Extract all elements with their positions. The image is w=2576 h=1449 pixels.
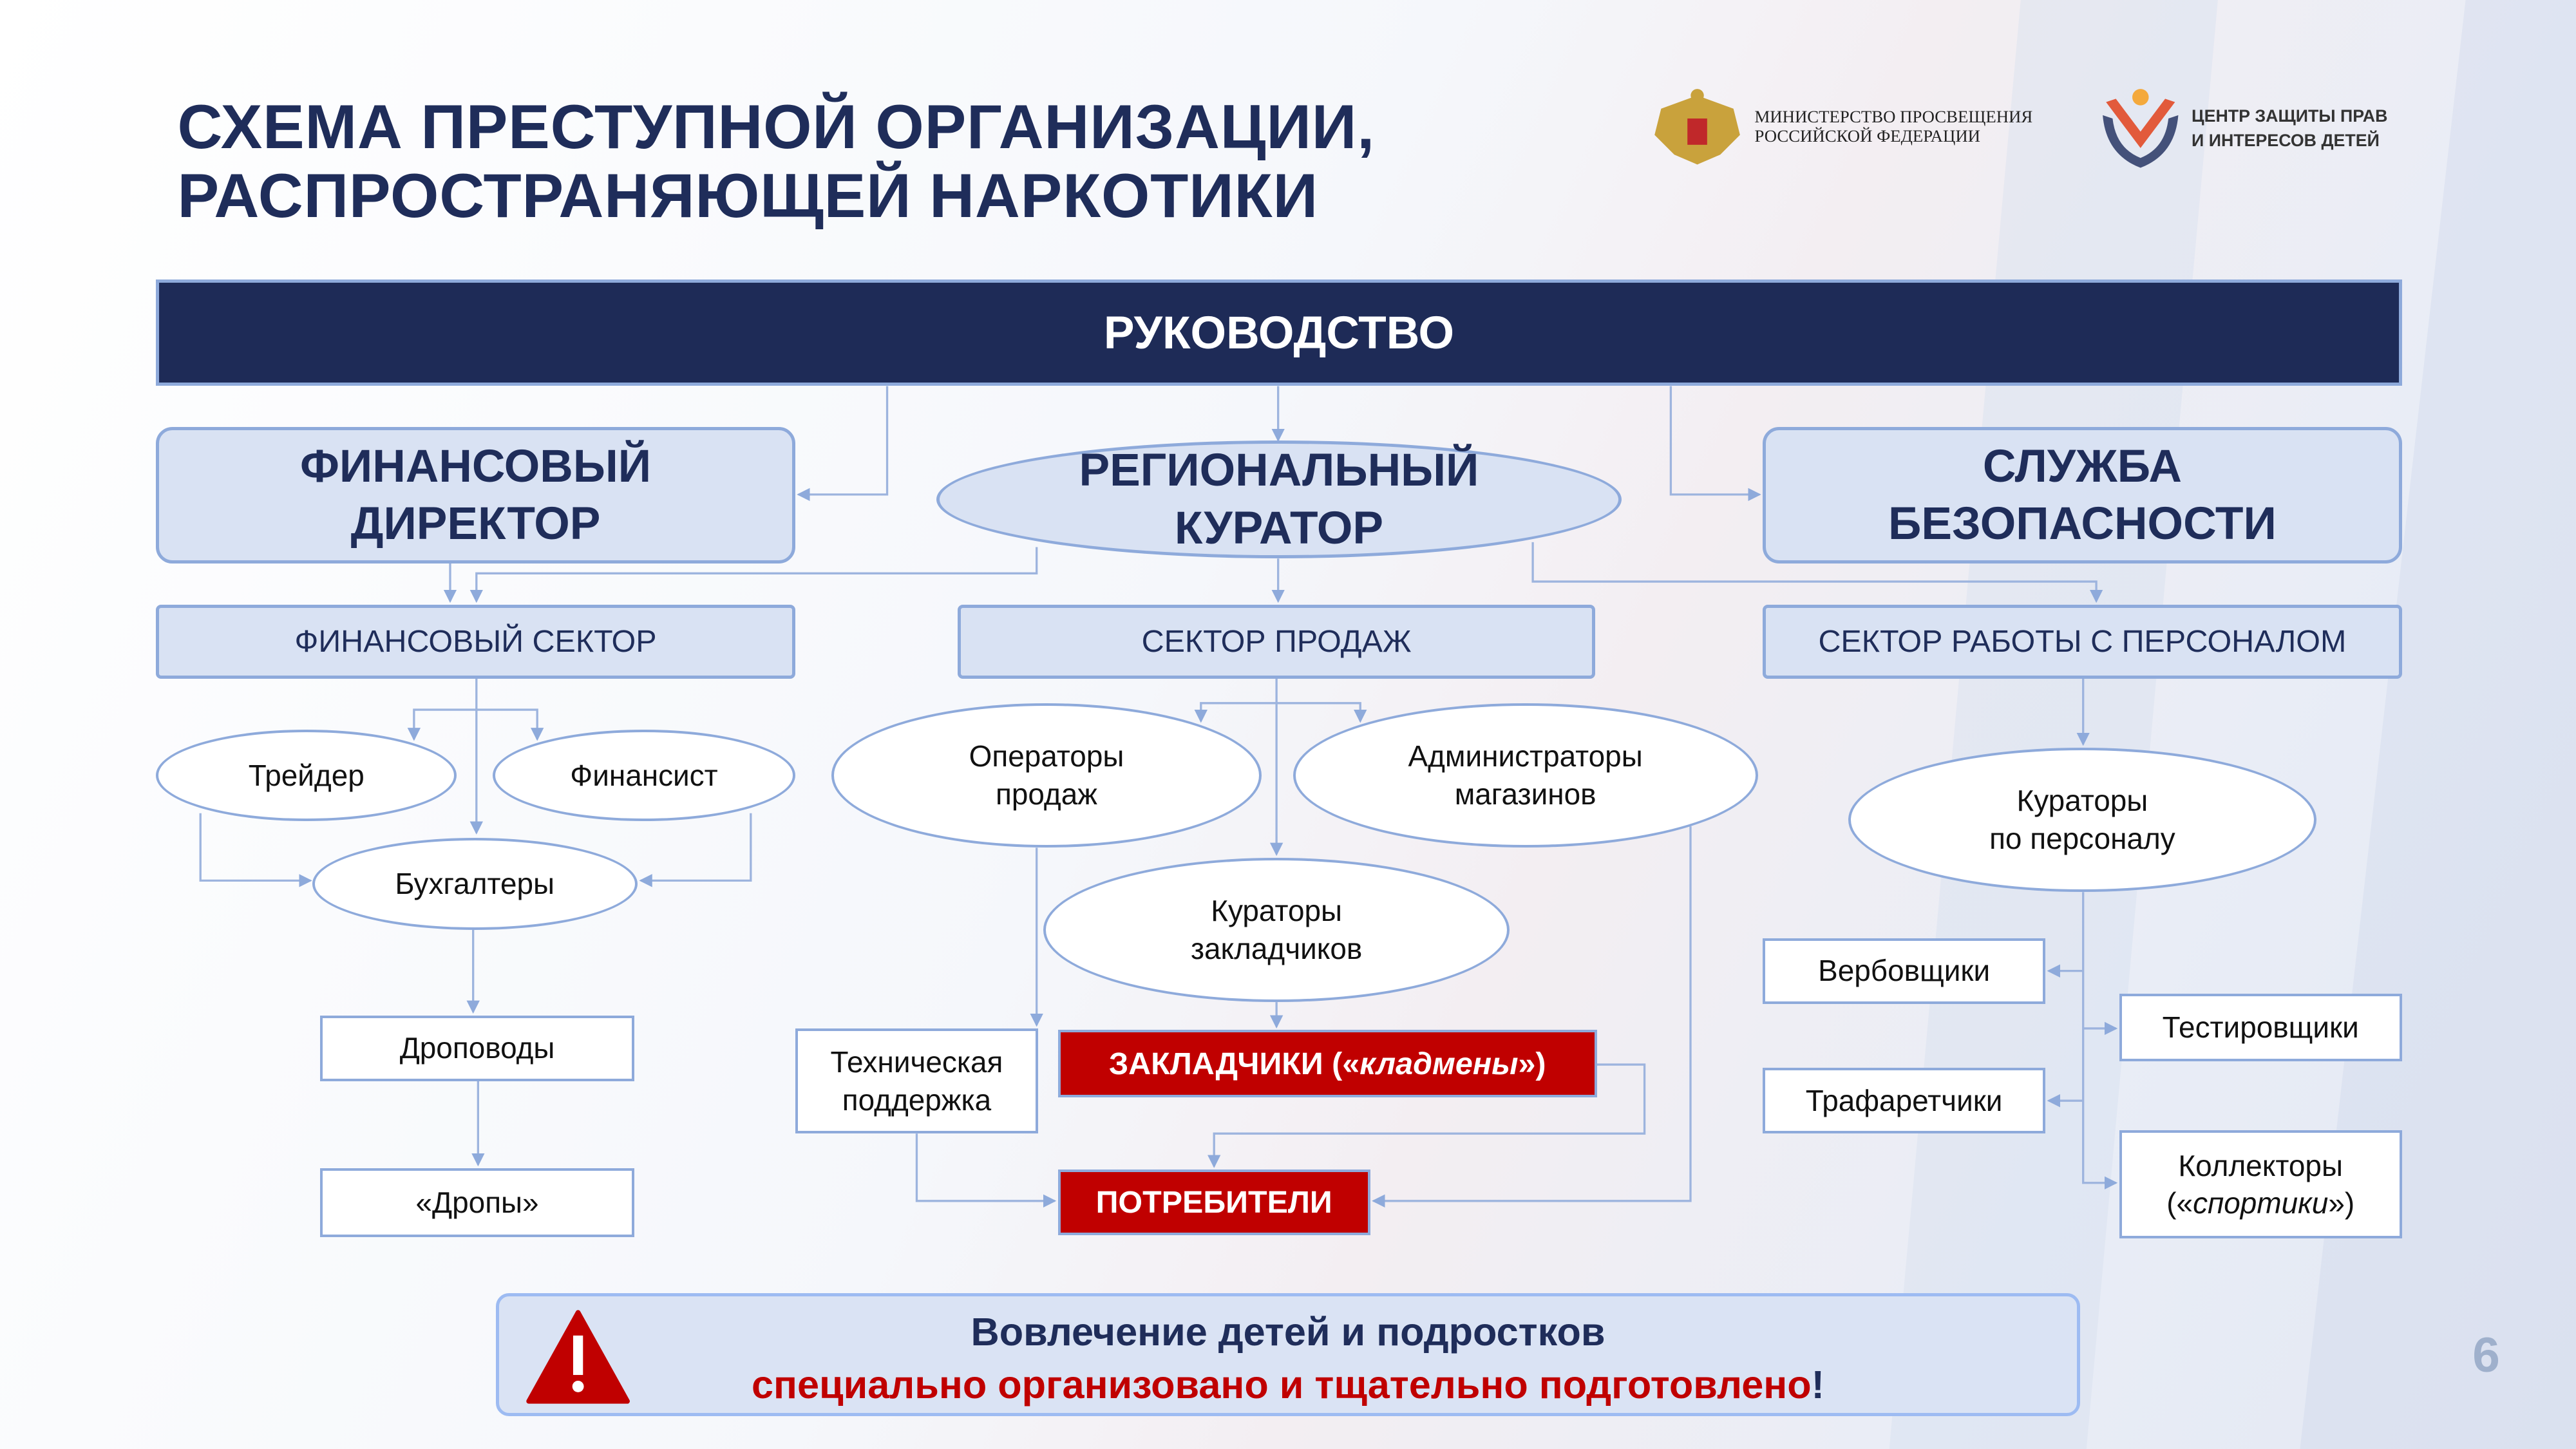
title-line: СХЕМА ПРЕСТУПНОЙ ОРГАНИЗАЦИИ,	[177, 91, 1375, 162]
banner-text: специально организовано и тщательно подг…	[751, 1362, 1812, 1406]
consumers-box: ПОТРЕБИТЕЛИ	[1057, 1170, 1370, 1236]
sales-sector-box: СЕКТОР ПРОДАЖ	[958, 604, 1596, 679]
leadership-box: РУКОВОДСТВО	[156, 279, 2402, 386]
hr-curators-ellipse: Кураторы по персоналу	[1848, 747, 2316, 893]
node-line: Администраторы	[1408, 739, 1643, 773]
stashers-italic: кладмены	[1359, 1046, 1519, 1081]
page-title: СХЕМА ПРЕСТУПНОЙ ОРГАНИЗАЦИИ, РАСПРОСТРА…	[178, 92, 1375, 230]
node-line: Кураторы	[2016, 784, 2148, 818]
banner-exclamation: !	[1811, 1362, 1825, 1406]
stashers-box: ЗАКЛАДЧИКИ («кладмены»)	[1057, 1030, 1597, 1098]
shop-admins-ellipse: Администраторы магазинов	[1293, 703, 1758, 848]
warning-banner: Вовлечение детей и подростков специально…	[496, 1293, 2080, 1416]
stashers-label: ЗАКЛАДЧИКИ («	[1108, 1046, 1360, 1081]
collectors-box: Коллекторы («спортики»)	[2119, 1130, 2402, 1239]
drop-leads-box: Дроповоды	[320, 1015, 634, 1081]
node-line: по персоналу	[1989, 821, 2175, 855]
box-line: РЕГИОНАЛЬНЫЙ	[1079, 444, 1479, 497]
node-line: закладчиков	[1190, 931, 1363, 965]
banner-line2: специально организовано и тщательно подг…	[499, 1362, 2076, 1407]
node-text: («	[2166, 1186, 2193, 1220]
financier-ellipse: Финансист	[493, 729, 795, 822]
financial-sector-box: ФИНАНСОВЫЙ СЕКТОР	[156, 604, 795, 679]
coat-of-arms-icon	[1654, 88, 1740, 165]
stashers-end: »)	[1518, 1046, 1546, 1081]
drops-box: «Дропы»	[320, 1168, 634, 1237]
node-line: Операторы	[969, 739, 1124, 773]
stencilers-box: Трафаретчики	[1763, 1068, 2045, 1134]
logo-line: РОССИЙСКОЙ ФЕДЕРАЦИИ	[1754, 126, 1980, 146]
box-line: ФИНАНСОВЫЙ	[299, 440, 652, 492]
logo-line: И ИНТЕРЕСОВ ДЕТЕЙ	[2192, 130, 2380, 150]
financial-director-box: ФИНАНСОВЫЙ ДИРЕКТОР	[156, 427, 795, 564]
box-line: КУРАТОР	[1174, 502, 1384, 554]
accountants-ellipse: Бухгалтеры	[312, 838, 638, 930]
recruiters-box: Вербовщики	[1763, 938, 2045, 1004]
logo-line: ЦЕНТР ЗАЩИТЫ ПРАВ	[2192, 106, 2388, 126]
box-line: СЛУЖБА	[1982, 440, 2182, 492]
security-service-box: СЛУЖБА БЕЗОПАСНОСТИ	[1763, 427, 2402, 564]
node-line: Кураторы	[1211, 894, 1343, 928]
logo-line: МИНИСТЕРСТВО ПРОСВЕЩЕНИЯ	[1754, 106, 2033, 126]
node-line: Коллекторы	[2178, 1148, 2343, 1182]
box-line: БЕЗОПАСНОСТИ	[1888, 498, 2277, 550]
tech-support-box: Техническая поддержка	[795, 1028, 1039, 1134]
sales-operators-ellipse: Операторы продаж	[831, 703, 1262, 848]
box-line: ДИРЕКТОР	[350, 498, 601, 550]
node-line: («спортики»)	[2166, 1184, 2354, 1222]
hands-heart-icon	[2103, 88, 2179, 168]
ministry-logo-text: МИНИСТЕРСТВО ПРОСВЕЩЕНИЯ РОССИЙСКОЙ ФЕДЕ…	[1754, 107, 2032, 146]
center-logo-text: ЦЕНТР ЗАЩИТЫ ПРАВ И ИНТЕРЕСОВ ДЕТЕЙ	[2192, 104, 2387, 153]
page-number: 6	[2472, 1328, 2500, 1383]
banner-line1: Вовлечение детей и подростков	[971, 1310, 1605, 1354]
node-line: Техническая	[830, 1045, 1003, 1079]
testers-box: Тестировщики	[2119, 994, 2402, 1061]
stash-curators-ellipse: Кураторы закладчиков	[1043, 857, 1510, 1003]
node-line: магазинов	[1454, 777, 1596, 811]
node-text: »)	[2328, 1186, 2355, 1220]
title-line: РАСПРОСТРАНЯЮЩЕЙ НАРКОТИКИ	[177, 160, 1318, 231]
node-line: продаж	[996, 777, 1097, 811]
node-italic: спортики	[2193, 1186, 2329, 1220]
warning-icon	[526, 1310, 630, 1404]
hr-sector-box: СЕКТОР РАБОТЫ С ПЕРСОНАЛОМ	[1763, 604, 2402, 679]
regional-curator-ellipse: РЕГИОНАЛЬНЫЙ КУРАТОР	[936, 440, 1622, 559]
trader-ellipse: Трейдер	[156, 729, 457, 822]
node-line: поддержка	[842, 1083, 992, 1117]
